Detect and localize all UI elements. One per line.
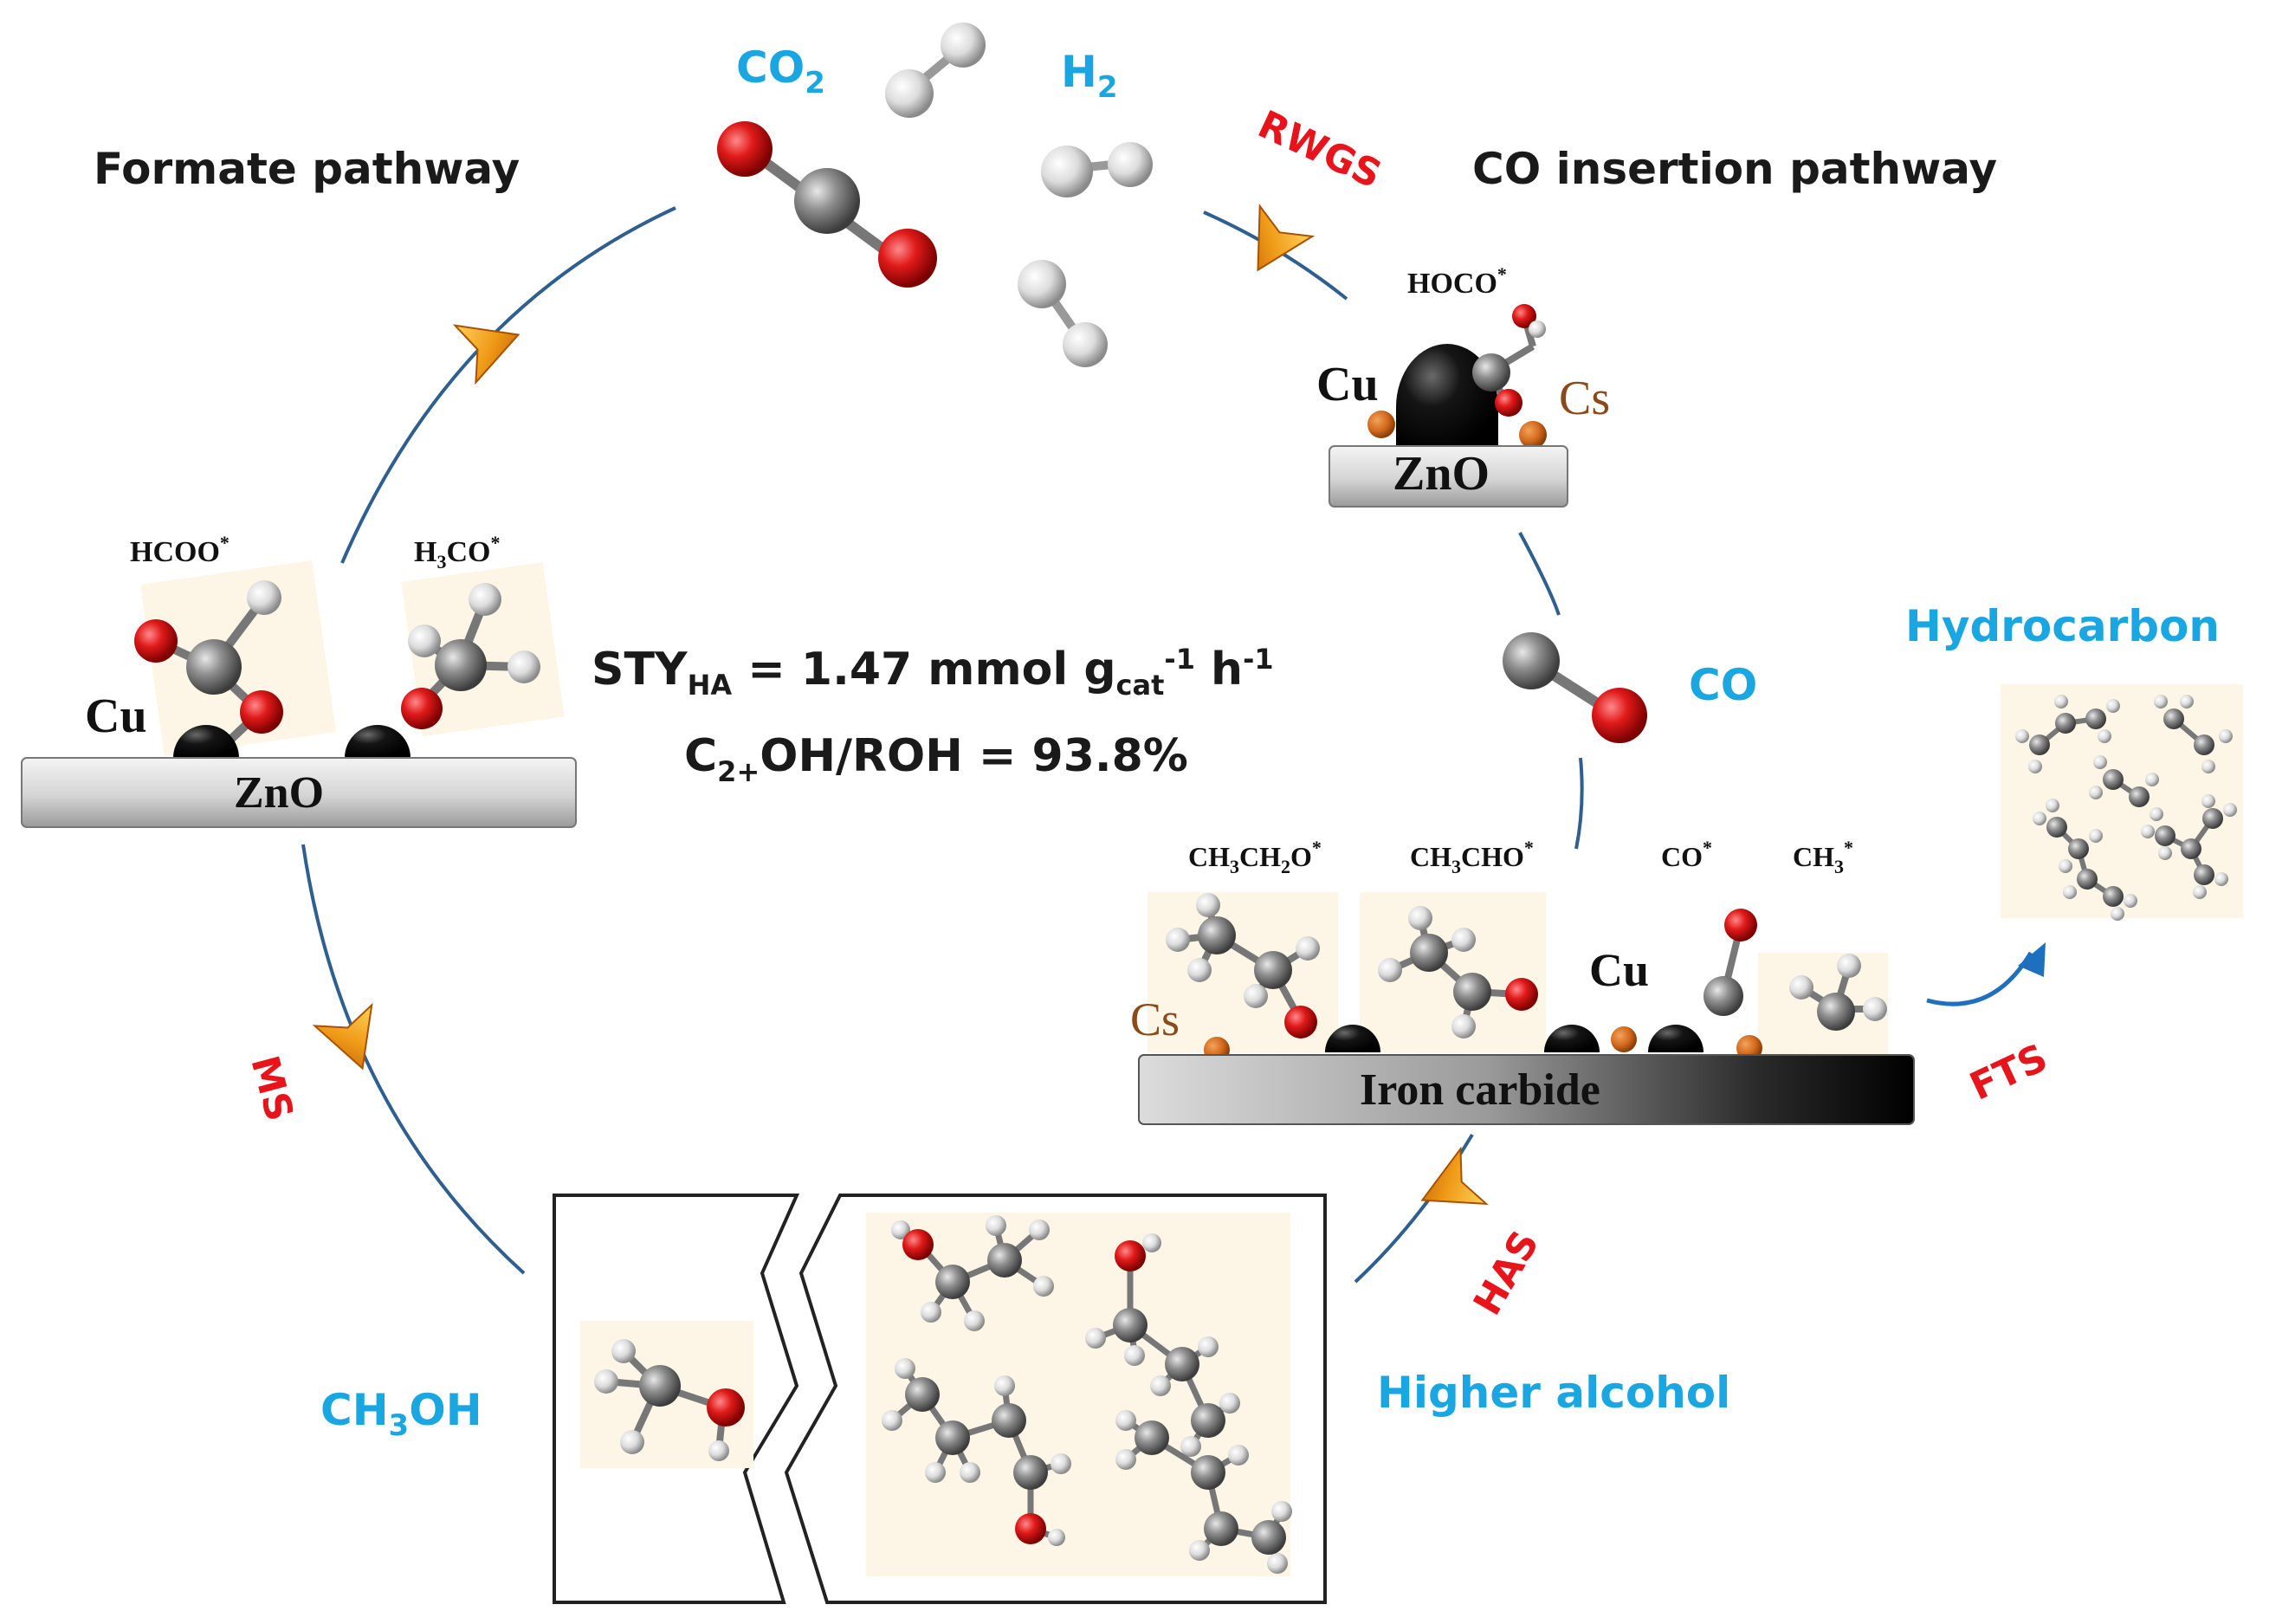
cs-atom (1367, 411, 1395, 438)
co-insertion-pathway-title: CO insertion pathway (1472, 144, 1997, 194)
co2-molecule (717, 121, 937, 288)
hydrocarbon-label: Hydrocarbon (1905, 601, 2220, 651)
h3co-label: H3CO* (414, 532, 500, 573)
zno-support-slab (1329, 445, 1568, 508)
cu-atom (345, 725, 411, 758)
formate-catalyst: HCOO* H3CO* Cu ZnO (21, 532, 577, 828)
hydrocarbon-molecules (2001, 684, 2243, 921)
ms-label: MS (242, 1051, 301, 1126)
fts-arrowhead (2018, 942, 2046, 977)
products-box (553, 1194, 1327, 1604)
co-ads-molecule (1703, 909, 1757, 1016)
cu-label: Cu (85, 689, 147, 743)
cs-label: Cs (1130, 993, 1180, 1045)
zno-label: ZnO (234, 768, 324, 818)
ethoxy-label: CH3CH2O* (1188, 837, 1322, 877)
cu-label: Cu (1589, 944, 1649, 996)
iron-carbide-label: Iron carbide (1360, 1065, 1600, 1115)
h3co-species-bg (401, 562, 565, 737)
co-insertion-catalyst: HOCO* Cu Cs ZnO (1316, 263, 1610, 508)
sty-metric: STYHA = 1.47 mmol gcat-1 h-1 (592, 643, 1274, 702)
chevron-icon (1420, 1146, 1489, 1205)
co-molecule (1503, 632, 1647, 743)
chevron-icon (452, 324, 520, 385)
cu-atom (1325, 1025, 1380, 1052)
co2-label: CO2 (736, 42, 825, 100)
h3co-molecule (401, 583, 540, 729)
methanol-molecule (594, 1339, 745, 1461)
h2-molecule (1018, 260, 1108, 367)
methanol-label: CH3OH (320, 1385, 482, 1443)
zno-label: ZnO (1393, 447, 1490, 501)
higher-alcohol-molecule (1085, 1233, 1240, 1457)
cu-atom (1648, 1025, 1703, 1052)
h2-molecule (1041, 142, 1153, 197)
acetaldehyde-molecule (1378, 906, 1538, 1038)
chevron-icon (312, 1002, 373, 1071)
zno-support-slab (21, 757, 577, 828)
acetaldehyde-label: CH3CHO* (1410, 837, 1534, 877)
hcoo-molecule (134, 580, 283, 744)
fts-label: FTS (1963, 1036, 2054, 1110)
higher-alcohol-label: Higher alcohol (1377, 1368, 1730, 1418)
ch3-ads-label: CH3* (1793, 837, 1853, 877)
cu-label: Cu (1316, 358, 1379, 411)
fts-curved-arrow (1926, 951, 2033, 1006)
ch3-ads-molecule (1789, 954, 1887, 1031)
cs-label: Cs (1559, 372, 1610, 425)
hcoo-label: HCOO* (130, 532, 230, 568)
rwgs-label: RWGS (1251, 102, 1388, 197)
selectivity-metric: C2+OH/ROH = 93.8% (684, 730, 1188, 788)
higher-alcohol-molecule (882, 1358, 1071, 1546)
hoco-molecule (1472, 304, 1546, 417)
cs-atom (1519, 421, 1547, 449)
line-right-mid (1574, 757, 1584, 850)
h2-molecule (885, 23, 986, 118)
has-label: HAS (1465, 1224, 1548, 1323)
arc-top-left (340, 206, 676, 564)
co-ads-label: CO* (1661, 837, 1712, 872)
line-right-upper (1518, 532, 1561, 616)
cs-atom (1611, 1026, 1637, 1052)
iron-carbide-catalyst: CH3CH2O* CH3CHO* CO* CH3* (1130, 837, 1915, 1125)
higher-alcohol-molecule (1115, 1410, 1292, 1574)
chevron-icon (1257, 203, 1316, 272)
cu-atom (173, 725, 239, 758)
h2-label: H2 (1061, 47, 1118, 105)
arc-left-lower (301, 844, 526, 1275)
formate-pathway-title: Formate pathway (94, 144, 520, 194)
co-label: CO (1689, 660, 1757, 710)
cu-atom (1544, 1025, 1600, 1052)
iron-carbide-support-slab (1138, 1054, 1915, 1125)
higher-alcohol-molecule (891, 1215, 1054, 1331)
hoco-label: HOCO* (1407, 263, 1507, 300)
ethoxy-molecule (1166, 893, 1320, 1038)
